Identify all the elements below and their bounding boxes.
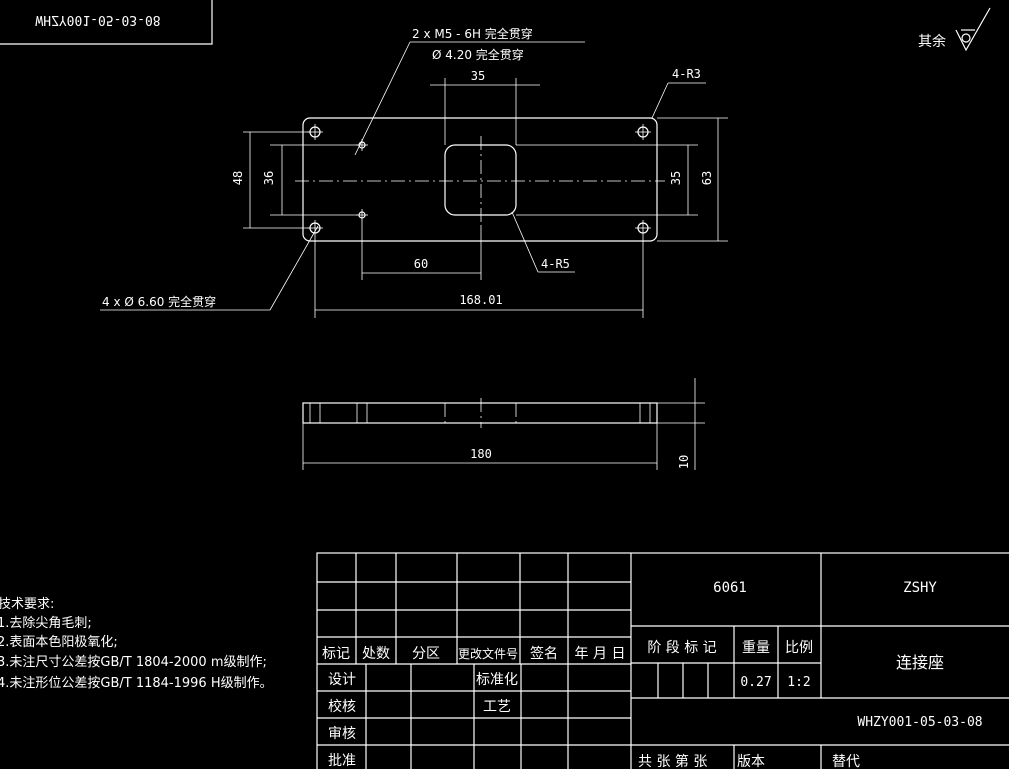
callout-through-holes: 4 x Ø 6.60 完全贯穿 [102, 294, 216, 309]
tech-item: 3.未注尺寸公差按GB/T 1804-2000 m级制作; [0, 655, 267, 670]
replace-label: 替代 [832, 754, 860, 769]
scale-label: 比例 [785, 640, 813, 656]
through-hole [635, 220, 651, 236]
top-view [295, 117, 665, 242]
tech-item: 1.去除尖角毛刺; [0, 616, 92, 631]
corner-code-box: WHZY001-05-03-08 [0, 0, 213, 45]
corner-code-text: WHZY001-05-03-08 [35, 12, 160, 27]
weight-label: 重量 [742, 640, 770, 656]
stage-label: 阶 段 标 记 [647, 640, 716, 656]
dim-168: 168.01 [459, 293, 502, 307]
hdr-zone: 分区 [412, 646, 440, 662]
dim-60: 60 [414, 257, 428, 271]
hdr-count: 处数 [362, 646, 390, 662]
role-check: 校核 [328, 698, 356, 715]
part-name: 连接座 [896, 653, 944, 672]
dim-10: 10 [677, 455, 691, 469]
role-process: 工艺 [483, 699, 511, 715]
through-hole [635, 124, 651, 140]
hdr-signature: 签名 [530, 645, 558, 662]
scale-value: 1:2 [787, 675, 810, 690]
dim-63: 63 [700, 171, 714, 185]
material: 6061 [713, 580, 747, 596]
callout-r3: 4-R3 [672, 67, 701, 81]
dim-36-left: 36 [262, 171, 276, 185]
tech-heading: 技术要求: [0, 597, 54, 612]
title-block: 标记 处数 分区 更改文件号 签名 年 月 日 设计 标准化 校核 工艺 审核 … [316, 552, 1009, 769]
center-slot [444, 144, 517, 216]
role-review: 审核 [328, 726, 356, 742]
callout-threaded-2: Ø 4.20 完全贯穿 [432, 47, 524, 62]
drawing-number: WHZY001-05-03-08 [857, 715, 982, 730]
surface-finish-symbol: 其余 [918, 7, 991, 52]
top-dimensions: 35 48 36 35 63 60 168.01 [231, 69, 728, 318]
dim-35-top: 35 [471, 69, 485, 83]
role-approve: 批准 [328, 753, 356, 769]
role-standardize: 标准化 [476, 672, 518, 688]
company: ZSHY [903, 580, 937, 596]
dim-180: 180 [470, 447, 492, 461]
callout-r5: 4-R5 [541, 257, 570, 271]
role-design: 设计 [328, 672, 356, 688]
dim-48: 48 [231, 171, 245, 185]
hdr-change-doc: 更改文件号 [458, 646, 518, 661]
tech-requirements: 技术要求: 1.去除尖角毛刺; 2.表面本色阳极氧化; 3.未注尺寸公差按GB/… [0, 597, 273, 691]
surface-finish-label: 其余 [918, 33, 946, 50]
tech-item: 2.表面本色阳极氧化; [0, 634, 118, 650]
hdr-mark: 标记 [322, 646, 350, 662]
callout-threaded-1: 2 x M5 - 6H 完全贯穿 [412, 26, 533, 41]
tech-item: 4.未注形位公差按GB/T 1184-1996 H级制作。 [0, 676, 273, 691]
side-view: 180 10 [302, 378, 705, 470]
plate-outline [302, 117, 658, 242]
callouts: 2 x M5 - 6H 完全贯穿 Ø 4.20 完全贯穿 4 x Ø 6.60 … [100, 26, 706, 311]
weight-value: 0.27 [740, 675, 771, 690]
version-label: 版本 [737, 754, 765, 769]
dim-35-right: 35 [669, 171, 683, 185]
sheet-info: 共 张 第 张 [638, 753, 707, 769]
hdr-date: 年 月 日 [575, 646, 626, 662]
side-outline [302, 402, 658, 424]
